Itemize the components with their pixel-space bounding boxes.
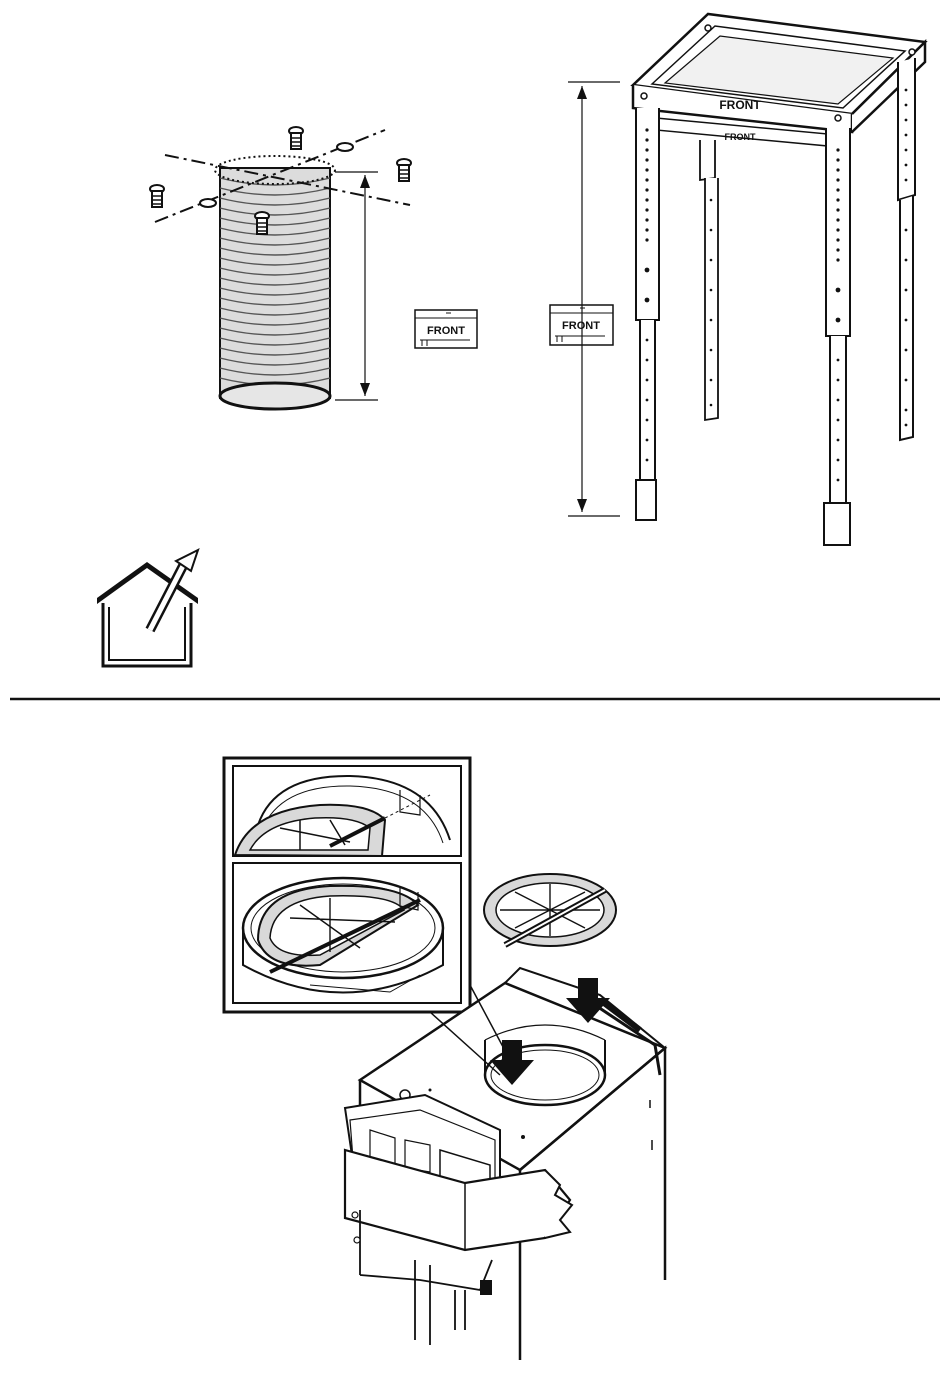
frame-front-label: FRONT	[719, 98, 761, 112]
house-vent-icon	[97, 550, 198, 666]
mounting-frame: FRONT FRONT	[633, 14, 925, 545]
front-label-a: FRONT	[427, 325, 465, 337]
screw-icon	[397, 159, 411, 181]
screw-icon	[255, 212, 269, 234]
range-hood-housing	[345, 968, 665, 1360]
filter-disc-loose	[484, 874, 616, 946]
frame-height-dimension	[568, 82, 620, 516]
front-label-b: FRONT	[562, 320, 600, 332]
duct-length-dimension	[335, 172, 378, 400]
detail-inset-panel	[224, 758, 470, 1012]
frame-inner-front-label: FRONT	[725, 132, 756, 142]
screw-icon	[150, 185, 164, 207]
front-label-card-a: FRONT	[415, 310, 477, 348]
screw-icon	[289, 127, 303, 149]
